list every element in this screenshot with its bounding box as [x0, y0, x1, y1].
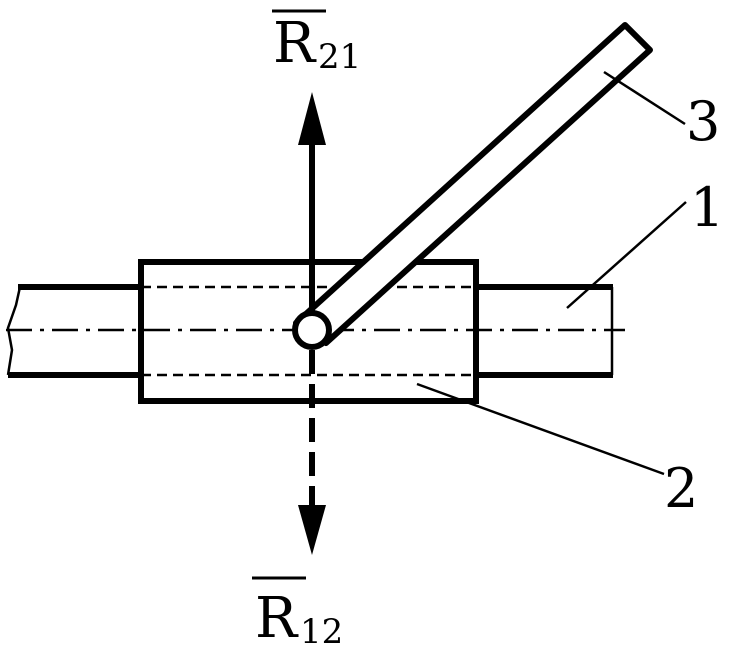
leader-line-3 — [603, 70, 686, 126]
label-r12-main: R — [255, 586, 299, 651]
leader-line-2 — [416, 382, 665, 476]
label-part-3: 3 — [686, 90, 720, 153]
leader-line-1 — [566, 201, 687, 309]
label-r12-sub: 12 — [300, 612, 343, 652]
leader-lines — [416, 70, 687, 476]
force-arrow-r21 — [298, 92, 326, 326]
label-part-2: 2 — [664, 457, 698, 520]
label-r21-main: R — [273, 11, 317, 76]
pivot-joint — [292, 310, 332, 350]
label-part-1: 1 — [690, 176, 724, 239]
shaft-link-1 — [6, 284, 625, 378]
label-r12: R 12 — [234, 568, 366, 662]
force-arrow-r12 — [298, 350, 326, 555]
label-r21: R 21 — [248, 2, 366, 82]
slider-block-link-2 — [138, 259, 479, 404]
label-r21-sub: 21 — [318, 37, 361, 77]
